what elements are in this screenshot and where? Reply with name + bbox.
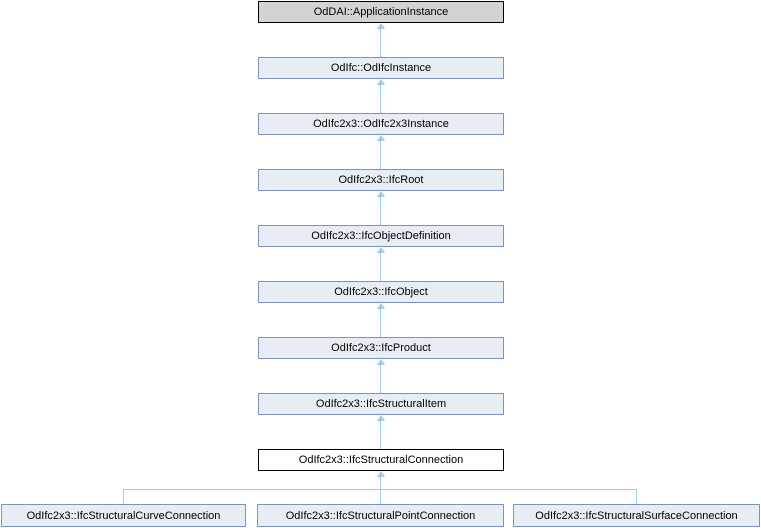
arrow-up-icon [376, 303, 385, 309]
inheritance-arrow [376, 23, 385, 57]
arrow-up-icon [376, 135, 385, 141]
class-node-ifcstructuralitem[interactable]: OdIfc2x3::IfcStructuralItem [258, 393, 504, 415]
inheritance-arrow [376, 471, 385, 504]
inheritance-arrow [376, 79, 385, 113]
connector-line [380, 141, 381, 169]
class-node-ifcobject[interactable]: OdIfc2x3::IfcObject [258, 281, 504, 303]
class-node-applicationinstance: OdDAI::ApplicationInstance [258, 1, 504, 23]
connector-line [380, 309, 381, 337]
class-node-ifcstructuralpointconnection[interactable]: OdIfc2x3::IfcStructuralPointConnection [257, 504, 504, 527]
class-node-ifcroot[interactable]: OdIfc2x3::IfcRoot [258, 169, 504, 191]
inheritance-arrow [376, 303, 385, 337]
connector-line [380, 253, 381, 281]
inheritance-arrow [376, 135, 385, 169]
inheritance-arrow [376, 247, 385, 281]
connector-line [636, 489, 637, 504]
inheritance-arrow [376, 191, 385, 225]
inheritance-arrow [376, 359, 385, 393]
connector-line [380, 29, 381, 57]
connector-line [380, 197, 381, 225]
arrow-up-icon [376, 471, 385, 477]
connector-line [123, 489, 124, 504]
connector-line [380, 421, 381, 449]
class-node-ifcstructuralcurveconnection[interactable]: OdIfc2x3::IfcStructuralCurveConnection [1, 504, 246, 527]
class-node-odifcinstance[interactable]: OdIfc::OdIfcInstance [258, 57, 504, 79]
inheritance-arrow [376, 415, 385, 449]
connector-line [123, 489, 637, 490]
class-node-ifcproduct[interactable]: OdIfc2x3::IfcProduct [258, 337, 504, 359]
arrow-up-icon [376, 359, 385, 365]
connector-line [380, 85, 381, 113]
connector-line [380, 365, 381, 393]
arrow-up-icon [376, 23, 385, 29]
class-node-ifcobjectdefinition[interactable]: OdIfc2x3::IfcObjectDefinition [258, 225, 504, 247]
arrow-up-icon [376, 191, 385, 197]
connector-line [380, 477, 381, 504]
arrow-up-icon [376, 415, 385, 421]
arrow-up-icon [376, 247, 385, 253]
arrow-up-icon [376, 79, 385, 85]
class-node-ifcstructuralsurfaceconnection[interactable]: OdIfc2x3::IfcStructuralSurfaceConnection [513, 504, 760, 527]
class-node-odifc2x3instance[interactable]: OdIfc2x3::OdIfc2x3Instance [258, 113, 504, 135]
class-node-ifcstructuralconnection: OdIfc2x3::IfcStructuralConnection [258, 449, 504, 471]
